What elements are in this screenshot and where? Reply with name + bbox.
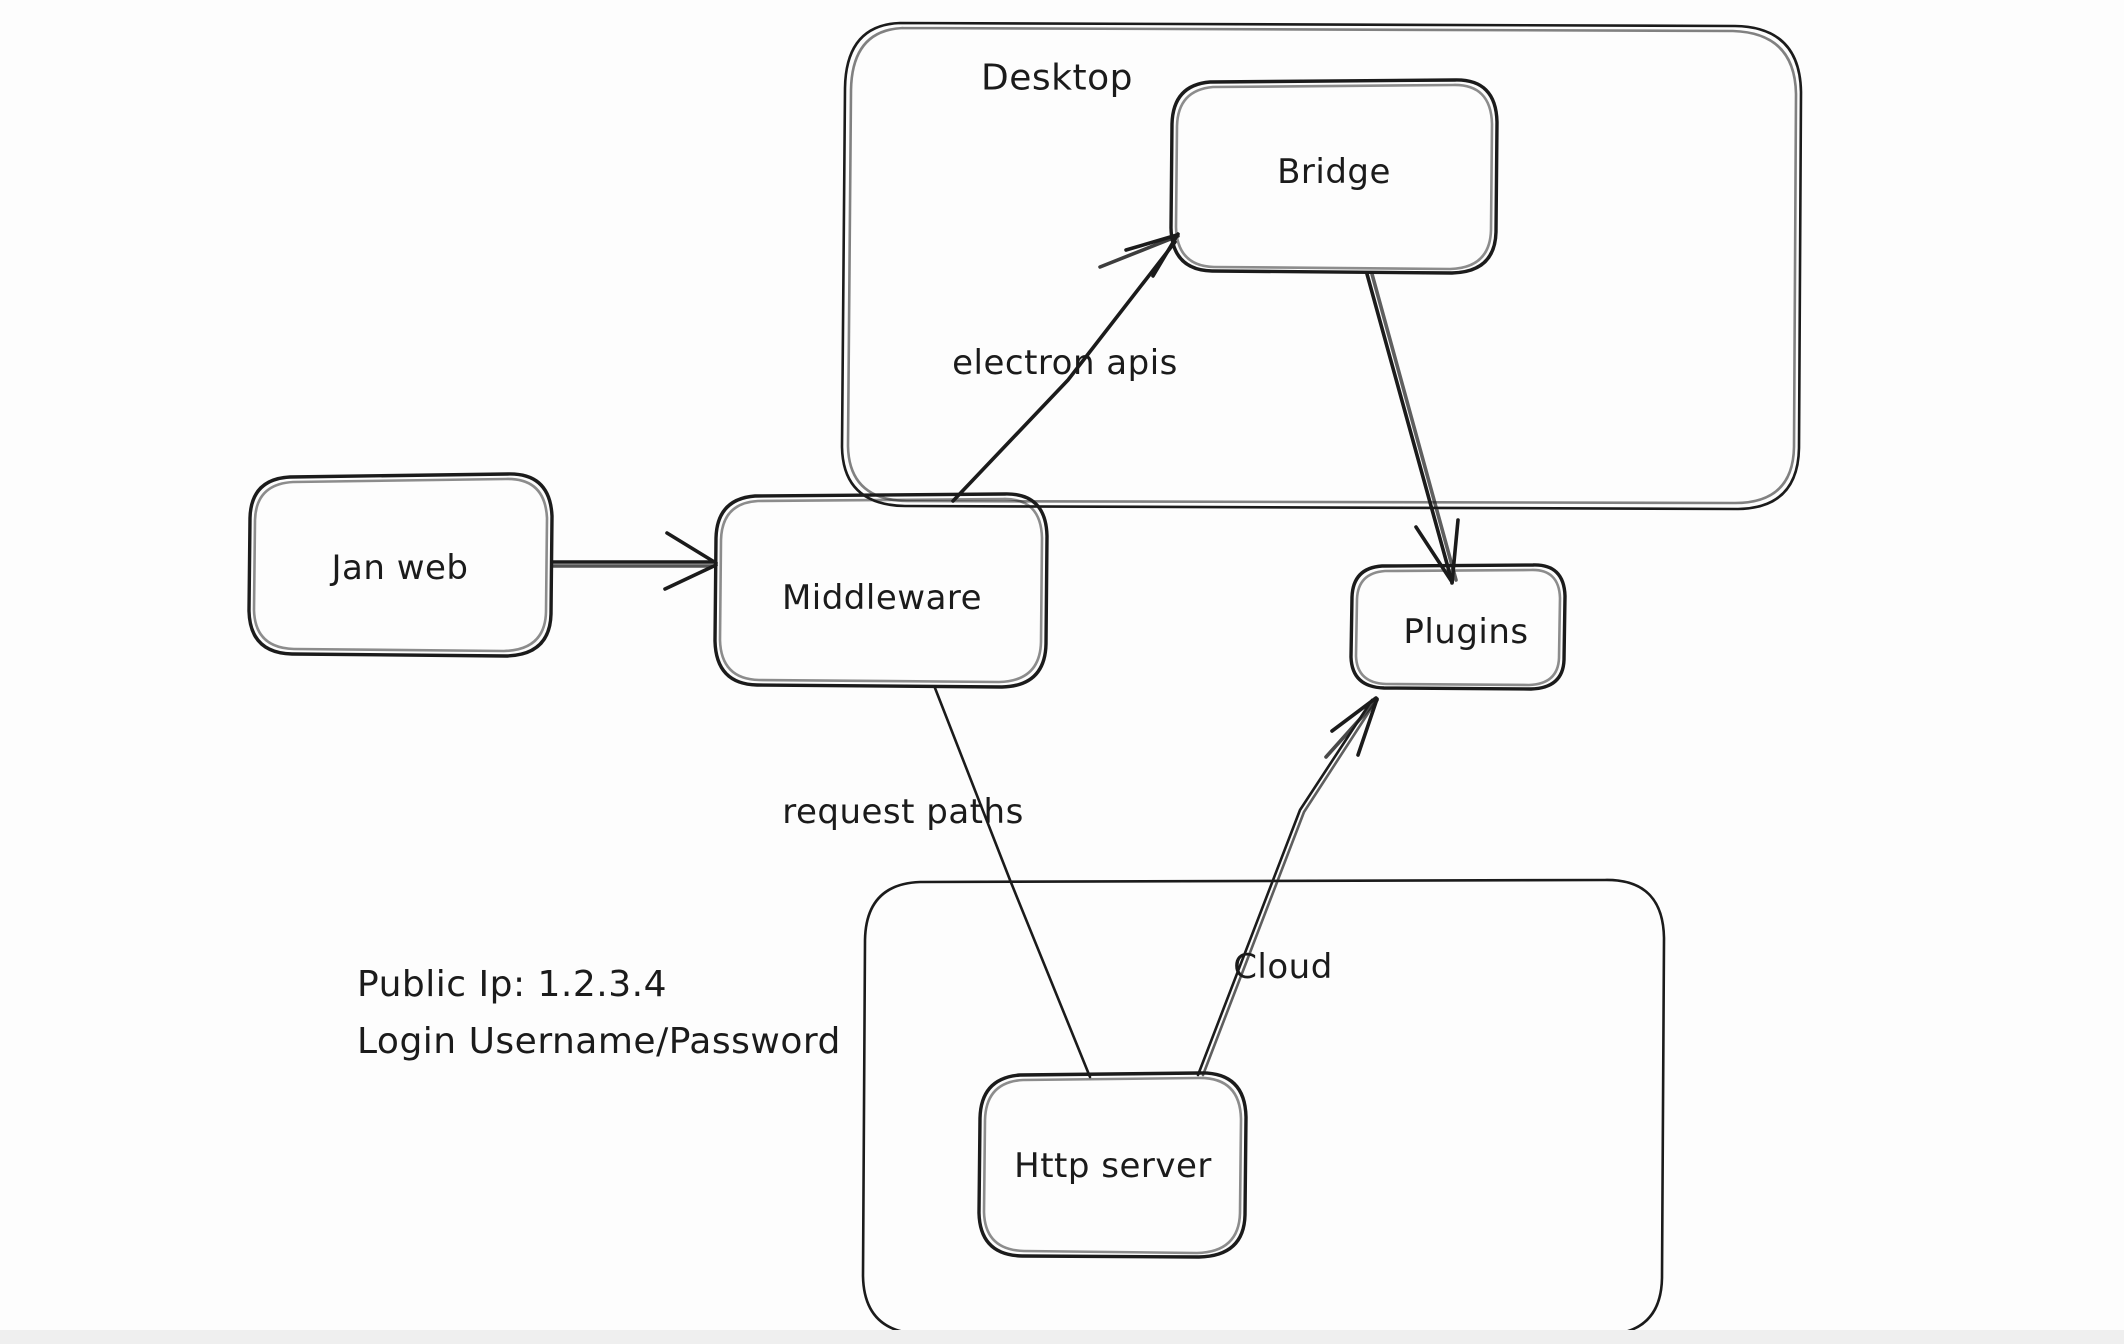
node-label-jan-web[interactable]: Jan web: [331, 548, 469, 588]
group-title-desktop: Desktop: [981, 57, 1133, 99]
node-label-bridge[interactable]: Bridge: [1277, 152, 1391, 192]
edge-janweb-middleware: [551, 531, 718, 591]
note-public-ip: Public Ip: 1.2.3.4: [357, 964, 667, 1005]
edge-httpserver-plugins: [1196, 696, 1379, 1077]
node-label-plugins[interactable]: Plugins: [1403, 612, 1529, 652]
node-middleware-border: [713, 492, 1049, 689]
group-desktop-border: [840, 21, 1803, 511]
bottom-edge-strip: [0, 1330, 2124, 1344]
node-jan-web-border: [247, 472, 554, 658]
edge-bridge-plugins: [1365, 272, 1460, 585]
node-http-server-border: [977, 1071, 1248, 1259]
edge-label-cloud: Cloud: [1233, 947, 1333, 987]
edge-middleware-bridge: [951, 232, 1180, 503]
node-label-http-server[interactable]: Http server: [1014, 1146, 1212, 1186]
edge-label-request-paths: request paths: [782, 792, 1024, 832]
node-bridge-border: [1169, 78, 1499, 275]
note-login-credentials: Login Username/Password: [357, 1021, 841, 1062]
edge-label-electron-apis: electron apis: [952, 343, 1178, 383]
node-plugins-border: [1349, 563, 1567, 691]
node-label-middleware[interactable]: Middleware: [781, 578, 983, 618]
edge-middleware-httpserver: [933, 686, 1092, 1079]
